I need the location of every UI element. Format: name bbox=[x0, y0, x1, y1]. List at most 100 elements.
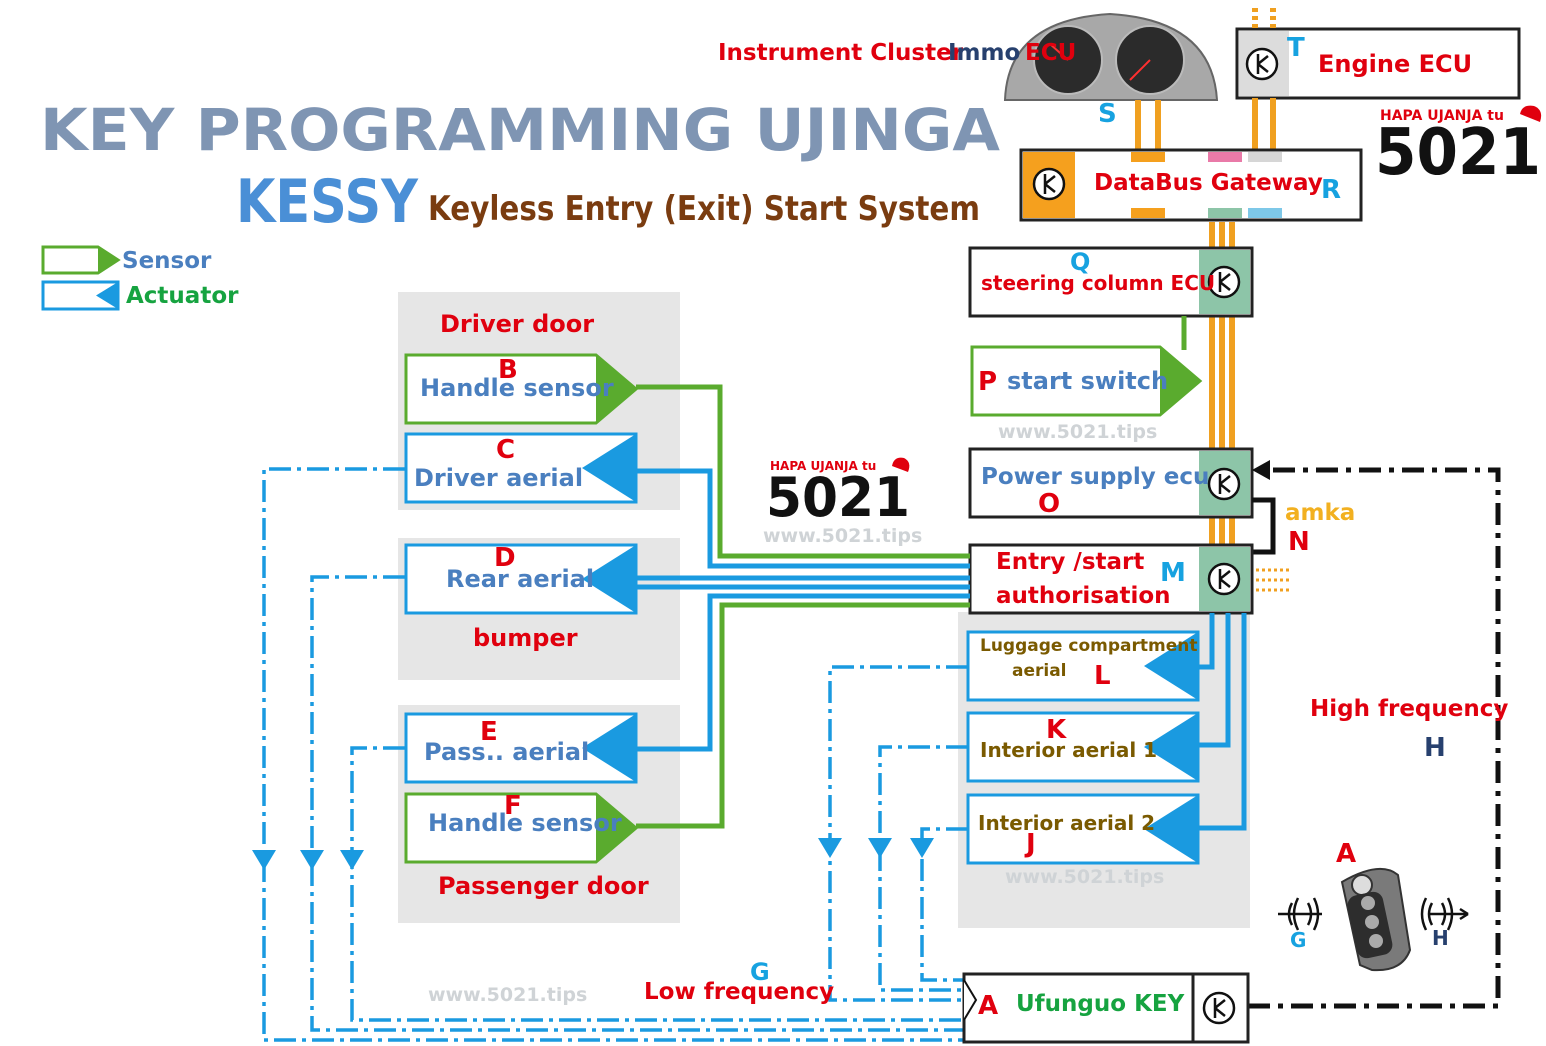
power-ecu-letter: O bbox=[1038, 489, 1060, 519]
entry-ecu-letter: M bbox=[1160, 558, 1186, 588]
kessy-title: KESSY bbox=[236, 167, 419, 237]
key-box bbox=[962, 972, 1250, 1044]
low-frequency-lines bbox=[262, 467, 968, 1042]
gateway-box bbox=[1019, 148, 1363, 222]
pass-handle-sensor-arrow bbox=[596, 794, 636, 862]
instrument-cluster-icon bbox=[1003, 12, 1219, 101]
logo-top-small: HAPA UJANJA tu bbox=[1380, 108, 1504, 124]
driver-handle-sensor-arrow bbox=[596, 355, 636, 423]
luggage-aerial-letter: L bbox=[1094, 661, 1111, 691]
fob-h-letter: H bbox=[1432, 926, 1449, 950]
interior-aerial-2-arrow bbox=[1144, 795, 1198, 863]
high-frequency-letter: H bbox=[1424, 733, 1446, 763]
logo-mid-big: 5021 bbox=[766, 466, 910, 529]
rear-aerial-label: Rear aerial bbox=[446, 565, 594, 593]
gateway-knob-icon bbox=[1032, 167, 1066, 201]
legend-actuator-arrow bbox=[96, 282, 118, 309]
cluster-label-a: Instrument Cluster bbox=[718, 40, 964, 66]
gateway-letter: R bbox=[1321, 175, 1341, 205]
gateway-port-1 bbox=[1131, 152, 1165, 162]
gateway-label: DataBus Gateway bbox=[1094, 170, 1323, 196]
entry-ecu-line1: Entry /start bbox=[996, 549, 1144, 575]
steering-ecu-letter: Q bbox=[1070, 248, 1090, 276]
cluster-label-c: ECU bbox=[1025, 40, 1076, 66]
low-frequency-letter: G bbox=[750, 958, 770, 986]
logo-5021-middle: HAPA UJANJA tu 5021 bbox=[766, 457, 910, 529]
legend-sensor-arrow bbox=[98, 247, 118, 273]
watermark-3: www.5021.tips bbox=[1005, 866, 1164, 888]
entry-ecu-knob-icon bbox=[1207, 562, 1241, 596]
rear-aerial-arrow bbox=[582, 545, 636, 613]
kessy-subtitle: Keyless Entry (Exit) Start System bbox=[428, 189, 980, 229]
page-title: KEY PROGRAMMING UJINGA bbox=[40, 96, 1000, 164]
gateway-port-2 bbox=[1131, 208, 1165, 218]
passenger-door-title: Passenger door bbox=[438, 872, 649, 900]
driver-aerial-label: Driver aerial bbox=[414, 464, 583, 492]
sensor-wires bbox=[636, 384, 970, 829]
watermark-1: www.5021.tips bbox=[998, 421, 1157, 443]
fob-signal-right-icon bbox=[1420, 897, 1469, 931]
high-frequency-arrowhead bbox=[1252, 460, 1270, 480]
cluster-label-b: Immo bbox=[948, 40, 1020, 66]
low-frequency-arrowheads bbox=[252, 838, 934, 870]
key-box-letter: A bbox=[978, 991, 998, 1021]
low-frequency-label: Low frequency bbox=[644, 979, 834, 1005]
high-frequency-line bbox=[1248, 467, 1501, 1009]
key-box-label: Ufunguo KEY bbox=[1016, 991, 1185, 1017]
interior-aerial-1-label: Interior aerial 1 bbox=[980, 738, 1157, 762]
gateway-port-3 bbox=[1208, 152, 1242, 162]
driver-handle-sensor-letter: B bbox=[498, 355, 518, 385]
fob-signal-left-icon bbox=[1278, 897, 1322, 931]
engine-ecu-label: Engine ECU bbox=[1318, 50, 1472, 78]
entry-ecu-line2: authorisation bbox=[996, 583, 1171, 609]
power-ecu-label: Power supply ecu bbox=[981, 464, 1209, 490]
interior-aerial-2-label: Interior aerial 2 bbox=[978, 811, 1155, 835]
driver-door-title: Driver door bbox=[440, 310, 594, 338]
pass-aerial-label: Pass.. aerial bbox=[424, 738, 589, 766]
logo-mid-small: HAPA UJANJA tu bbox=[770, 459, 876, 473]
engine-ecu-knob-icon bbox=[1245, 47, 1279, 81]
bumper-title: bumper bbox=[473, 624, 578, 652]
key-box-pointer bbox=[963, 979, 978, 1021]
power-ecu-knob-icon bbox=[1207, 467, 1241, 501]
luggage-aerial-line1: Luggage compartment bbox=[980, 636, 1197, 656]
gateway-port-5 bbox=[1208, 208, 1242, 218]
key-box-knob-icon bbox=[1202, 991, 1236, 1025]
amka-loop bbox=[1252, 497, 1276, 555]
gateway-port-4 bbox=[1248, 152, 1282, 162]
driver-handle-sensor-label: Handle sensor bbox=[420, 374, 614, 402]
steering-ecu-label: steering column ECU bbox=[981, 271, 1215, 295]
luggage-aerial-line2: aerial bbox=[1012, 661, 1067, 681]
watermark-4: www.5021.tips bbox=[428, 984, 587, 1006]
fob-g-letter: G bbox=[1290, 928, 1306, 952]
start-switch-label: start switch bbox=[1007, 367, 1168, 395]
interior-aerial-1-letter: K bbox=[1046, 715, 1067, 745]
rear-aerial-letter: D bbox=[494, 543, 516, 573]
start-switch-letter: P bbox=[978, 367, 997, 397]
engine-ecu-letter: T bbox=[1287, 33, 1305, 63]
pass-handle-sensor-letter: F bbox=[504, 791, 522, 821]
driver-aerial-letter: C bbox=[496, 435, 515, 465]
watermark-2: www.5021.tips bbox=[763, 525, 922, 547]
logo-5021-top: HAPA UJANJA tu 5021 bbox=[1375, 105, 1542, 190]
pass-handle-sensor-label: Handle sensor bbox=[428, 809, 622, 837]
driver-aerial-arrow bbox=[582, 434, 636, 502]
interior-aerial-2-letter: J bbox=[1024, 829, 1036, 859]
pass-aerial-letter: E bbox=[480, 717, 498, 747]
fob-letter: A bbox=[1336, 839, 1356, 869]
interior-aerial-1-arrow bbox=[1144, 713, 1198, 781]
steering-ecu-knob-icon bbox=[1207, 265, 1241, 299]
legend-actuator-label: Actuator bbox=[126, 283, 239, 309]
luggage-aerial-arrow bbox=[1144, 632, 1198, 700]
amka-label: amka bbox=[1285, 500, 1355, 526]
key-fob-icon bbox=[1340, 867, 1412, 972]
logo-top-big: 5021 bbox=[1375, 116, 1541, 190]
high-frequency-label: High frequency bbox=[1310, 696, 1508, 722]
start-switch-arrow bbox=[1160, 347, 1200, 415]
amka-letter: N bbox=[1288, 527, 1310, 557]
legend-sensor-label: Sensor bbox=[122, 248, 212, 274]
cluster-letter: S bbox=[1098, 99, 1117, 129]
pass-aerial-arrow bbox=[582, 714, 636, 782]
gateway-port-6 bbox=[1248, 208, 1282, 218]
